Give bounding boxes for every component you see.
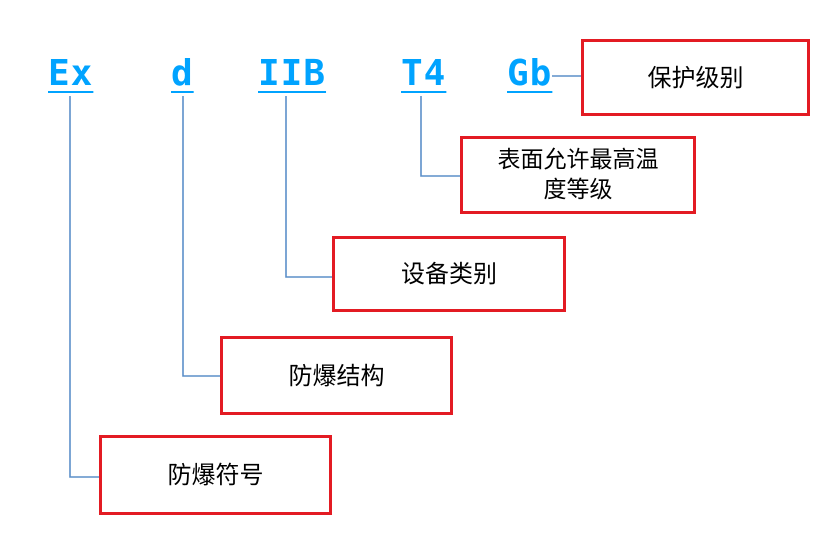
leader-d [182, 96, 220, 377]
label-explosion-proof-symbol-text: 防爆符号 [167, 461, 264, 489]
label-explosion-proof-structure: 防爆结构 [220, 336, 453, 415]
label-equipment-category: 设备类别 [332, 236, 566, 312]
label-explosion-proof-structure-text: 防爆结构 [288, 361, 385, 390]
code-gb: Gb [507, 53, 553, 94]
leader-iib [285, 96, 332, 278]
leader-ex [69, 96, 99, 478]
label-max-surface-temp-class-text: 表面允许最高温度等级 [497, 147, 659, 203]
label-max-surface-temp-class: 表面允许最高温度等级 [460, 136, 696, 214]
code-t4: T4 [401, 53, 447, 94]
label-protection-level: 保护级别 [581, 39, 810, 116]
label-explosion-proof-symbol: 防爆符号 [99, 435, 332, 515]
code-d: d [171, 53, 194, 94]
code-ex: Ex [48, 53, 94, 94]
label-protection-level-text: 保护级别 [647, 63, 744, 92]
label-equipment-category-text: 设备类别 [401, 260, 497, 288]
leader-t4 [420, 96, 460, 177]
code-iib: IIB [258, 53, 327, 94]
